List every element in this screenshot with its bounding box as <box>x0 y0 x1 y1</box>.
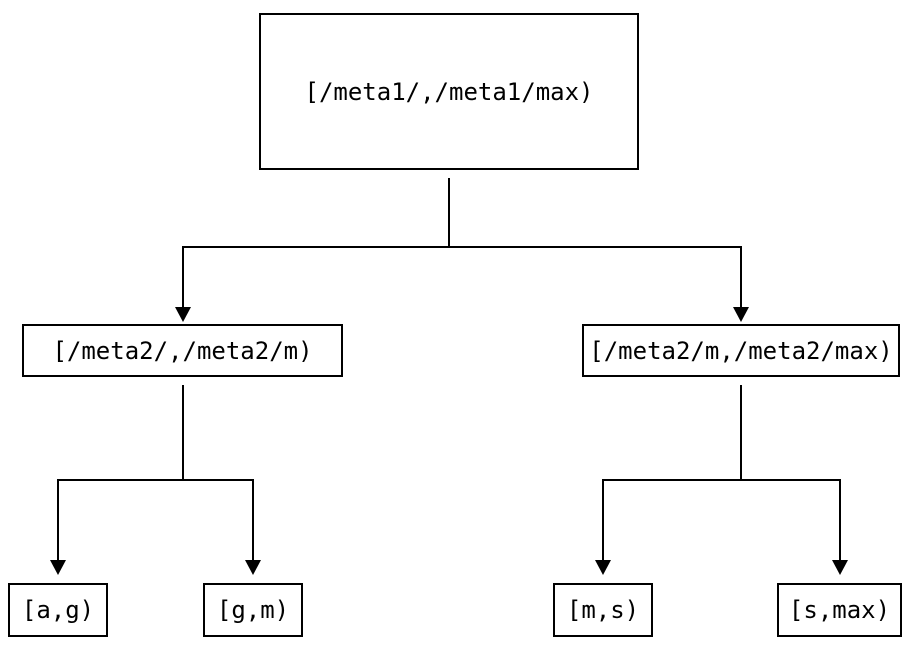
tree-node-leaf-a-g: [a,g) <box>8 583 108 637</box>
tree-node-label: [g,m) <box>216 596 290 624</box>
edge-root-to-meta2-right <box>448 178 742 307</box>
arrowhead-leaf-m-s <box>595 560 611 575</box>
arrowhead-leaf-s-max <box>832 560 848 575</box>
tree-node-label: [/meta2/m,/meta2/max) <box>589 336 893 365</box>
arrowhead-meta2-left <box>175 307 191 322</box>
arrowhead-leaf-a-g <box>50 560 66 575</box>
tree-node-leaf-s-max: [s,max) <box>777 583 902 637</box>
tree-node-leaf-m-s: [m,s) <box>553 583 653 637</box>
tree-node-leaf-g-m: [g,m) <box>203 583 303 637</box>
tree-node-label: [/meta1/,/meta1/max) <box>304 77 594 106</box>
tree-node-root: [/meta1/,/meta1/max) <box>259 13 639 170</box>
edge-meta2-right-to-leaf-s-max <box>740 385 841 560</box>
edge-meta2-left-to-leaf-a-g <box>57 385 184 560</box>
edge-meta2-left-to-leaf-g-m <box>182 385 254 560</box>
tree-node-meta2-right: [/meta2/m,/meta2/max) <box>582 324 900 377</box>
tree-node-label: [m,s) <box>566 596 640 624</box>
edge-meta2-right-to-leaf-m-s <box>602 385 742 560</box>
edge-root-to-meta2-left <box>182 178 450 307</box>
tree-node-meta2-left: [/meta2/,/meta2/m) <box>22 324 343 377</box>
arrowhead-meta2-right <box>733 307 749 322</box>
tree-node-label: [/meta2/,/meta2/m) <box>52 336 313 365</box>
tree-node-label: [s,max) <box>788 596 891 624</box>
arrowhead-leaf-g-m <box>245 560 261 575</box>
tree-node-label: [a,g) <box>21 596 95 624</box>
